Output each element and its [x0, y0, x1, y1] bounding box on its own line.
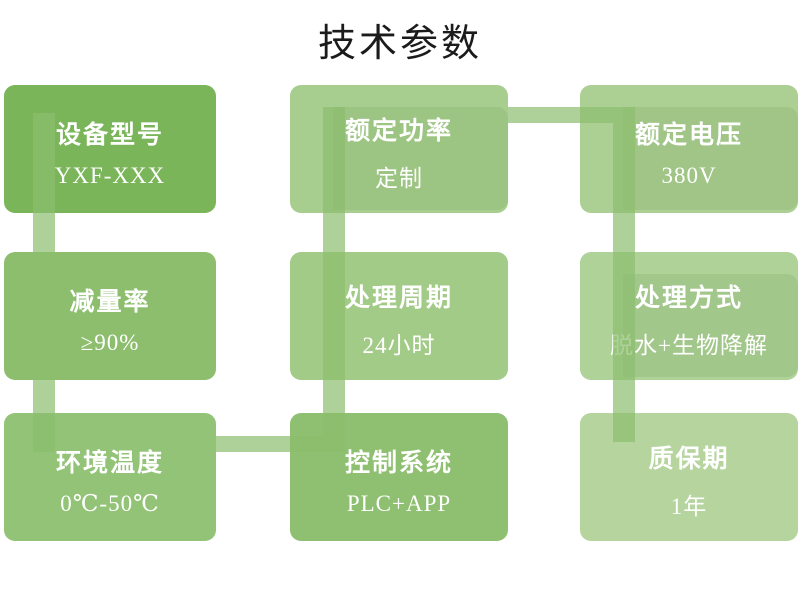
card-value: 1年 — [670, 494, 708, 519]
card-rated-voltage: 额定电压 380V — [580, 85, 798, 213]
card-value: 脱水+生物降解 — [610, 333, 768, 358]
slide-title: 技术参数 — [317, 23, 482, 65]
card-label: 控制系统 — [344, 450, 453, 477]
card-reduction-rate: 减量率 ≥90% — [4, 252, 216, 380]
card-label: 处理方式 — [634, 285, 743, 312]
card-label: 质保期 — [648, 446, 730, 473]
card-label: 减量率 — [69, 289, 151, 316]
card-treatment-method: 处理方式 脱水+生物降解 — [580, 252, 798, 380]
card-label: 设备型号 — [55, 122, 164, 149]
card-label: 环境温度 — [55, 450, 164, 477]
card-ambient-temperature: 环境温度 0℃-50℃ — [4, 413, 216, 541]
card-warranty-period: 质保期 1年 — [580, 413, 798, 541]
card-value: 定制 — [375, 166, 423, 191]
card-value: 24小时 — [362, 333, 436, 358]
card-label: 处理周期 — [344, 285, 453, 312]
card-treatment-cycle: 处理周期 24小时 — [290, 252, 508, 380]
card-value: 0℃-50℃ — [60, 491, 160, 516]
card-label: 额定电压 — [634, 122, 743, 149]
card-value: ≥90% — [80, 330, 140, 355]
card-label: 额定功率 — [344, 118, 453, 145]
card-rated-power: 额定功率 定制 — [290, 85, 508, 213]
card-control-system: 控制系统 PLC+APP — [290, 413, 508, 541]
card-device-model: 设备型号 YXF-XXX — [4, 85, 216, 213]
card-value: 380V — [661, 163, 717, 188]
card-value: PLC+APP — [346, 491, 452, 516]
card-value: YXF-XXX — [54, 163, 166, 188]
